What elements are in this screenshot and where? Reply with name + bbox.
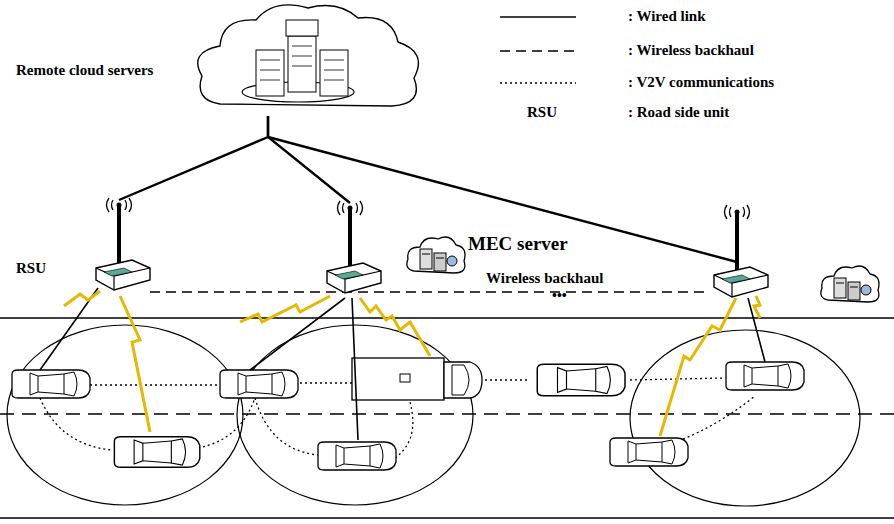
node-icon <box>8 0 432 116</box>
legend-text: : Wired link <box>628 8 706 25</box>
node-label: RSU <box>16 260 46 277</box>
wired-link <box>119 116 268 200</box>
legend-sample <box>500 50 576 52</box>
server-slot <box>260 60 280 61</box>
network-node: RSU <box>12 200 148 300</box>
rsu-symbol <box>327 201 381 293</box>
wired-link <box>268 116 350 203</box>
legend-sample <box>500 82 576 84</box>
server-rack <box>288 36 316 92</box>
node-label: MEC server <box>468 233 568 255</box>
rsu-symbol <box>96 198 150 290</box>
server-rack <box>286 20 318 36</box>
legend-sample <box>500 16 576 18</box>
server-rack <box>320 50 348 96</box>
server-slot <box>324 70 344 71</box>
network-node: Remote cloud servers <box>8 0 432 116</box>
text-label: ••• <box>552 288 567 304</box>
legend-text: : Wireless backhaul <box>628 42 754 59</box>
legend-text: : V2V communications <box>628 74 774 91</box>
network-node: MEC server <box>300 203 592 303</box>
cloud-shape <box>198 5 419 106</box>
node-icon <box>12 200 148 300</box>
server-slot <box>324 80 344 81</box>
server-slot <box>324 60 344 61</box>
text-label: : Road side unit <box>628 104 729 121</box>
server-rack <box>256 50 284 96</box>
server-slot <box>292 46 312 47</box>
server-slot <box>292 56 312 57</box>
text-label: Wireless backhaul <box>484 270 605 287</box>
server-slot <box>292 66 312 67</box>
node-label: Remote cloud servers <box>16 62 153 79</box>
text-label: RSU <box>527 104 557 121</box>
server-slot <box>260 70 280 71</box>
server-slot <box>260 80 280 81</box>
mec-server-icon <box>407 237 465 273</box>
